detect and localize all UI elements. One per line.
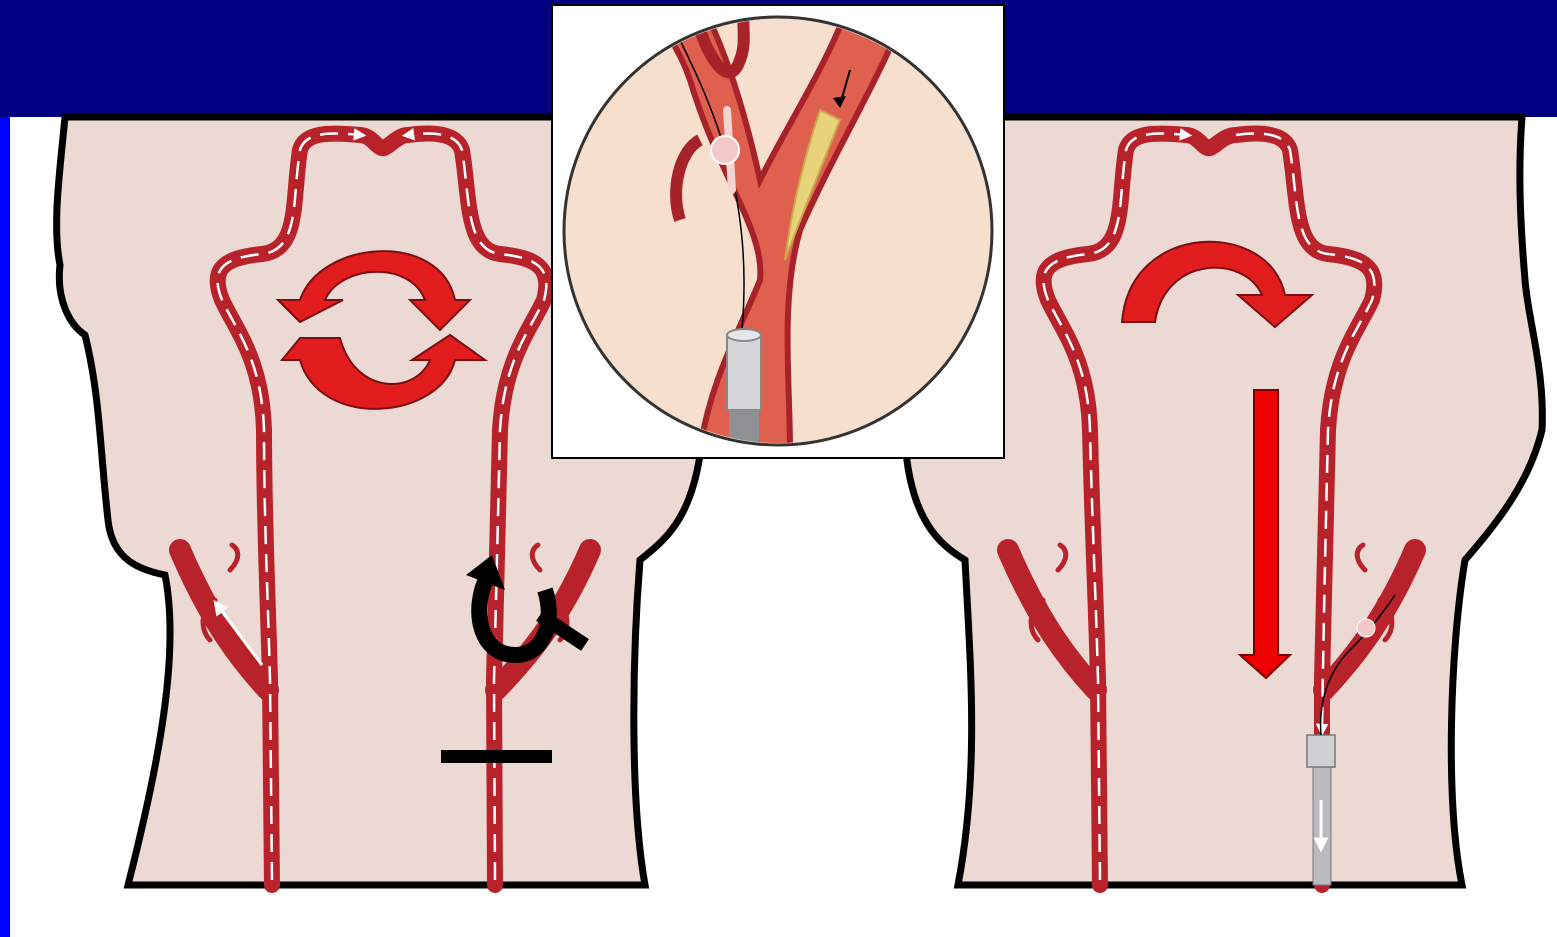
sheath — [727, 335, 761, 410]
balloon — [711, 136, 739, 164]
occlusion-bar — [441, 750, 552, 763]
inset-magnified-view — [552, 0, 1004, 460]
